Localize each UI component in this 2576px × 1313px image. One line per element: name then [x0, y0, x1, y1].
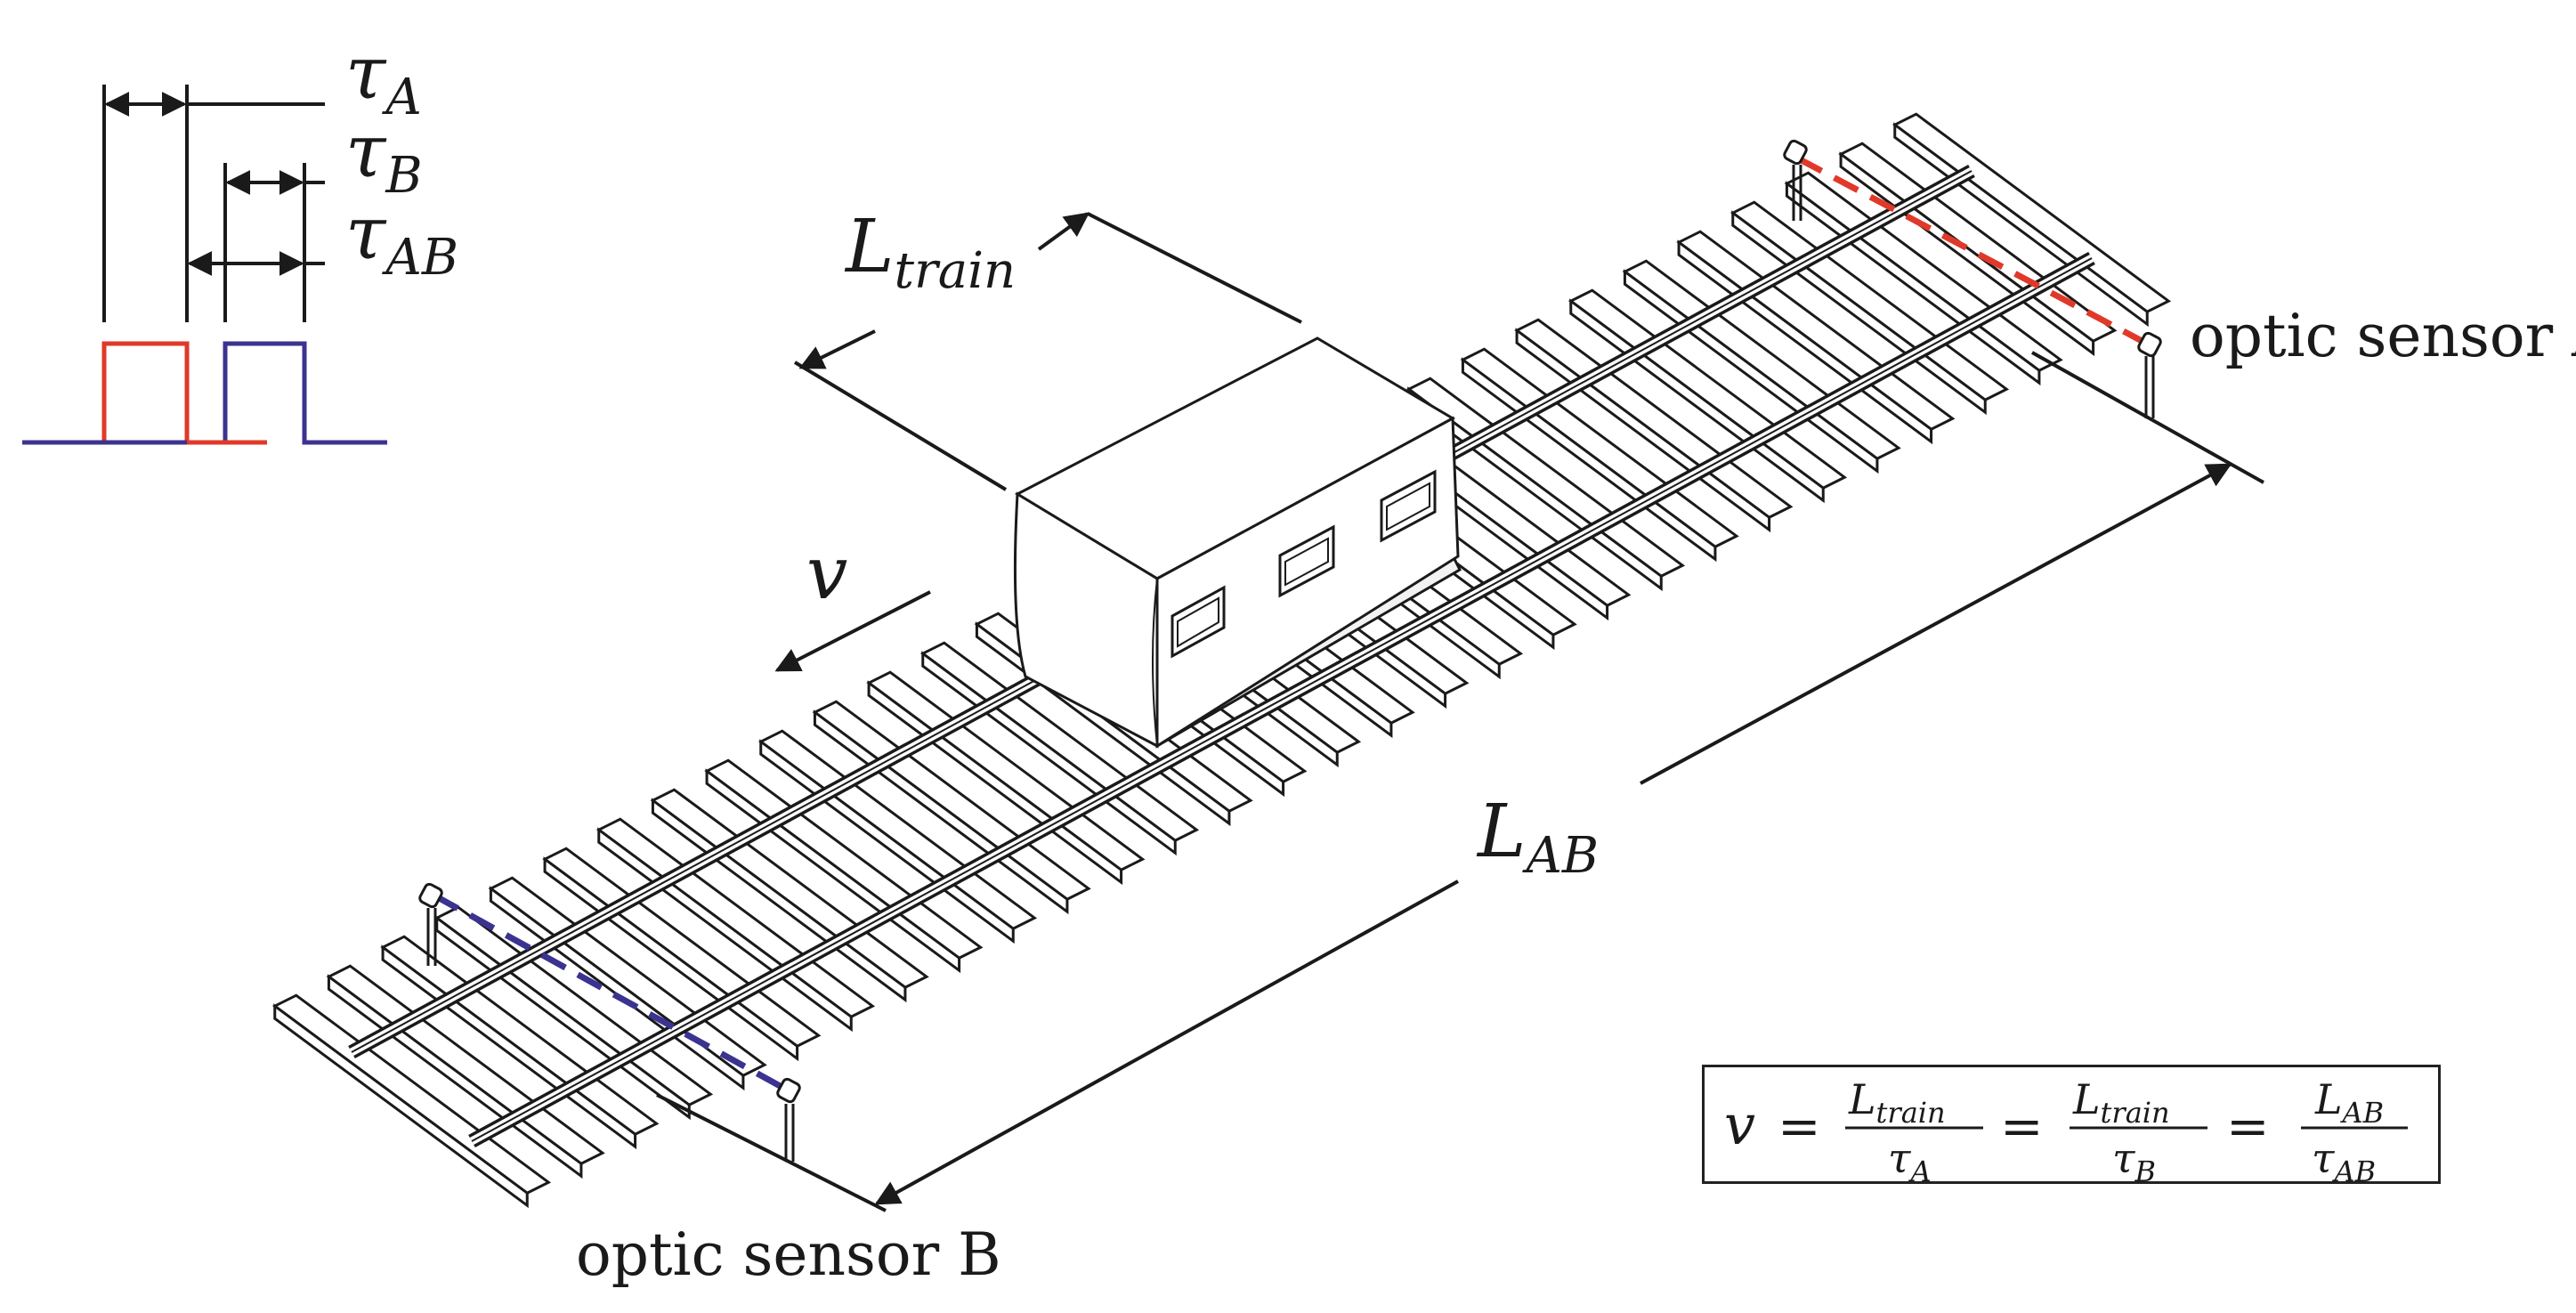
sensor-b-pulse: [22, 341, 387, 445]
tau-b-label: τB: [345, 109, 423, 205]
velocity-indicator: v: [774, 531, 931, 672]
formula-lhs: v: [1724, 1092, 1755, 1157]
sensor-a-label: optic sensor A: [2190, 302, 2576, 370]
velocity-label: v: [806, 531, 847, 616]
formula-equals-2: =: [2000, 1096, 2044, 1156]
formula-term-3: LAB τAB: [2301, 1075, 2408, 1188]
railway-track: [271, 112, 2172, 1209]
train-windows: [1171, 469, 1437, 659]
formula-term-1: Ltrain τA: [1845, 1075, 1983, 1188]
svg-text:Ltrain: Ltrain: [2072, 1075, 2170, 1130]
formula-equals-3: =: [2226, 1096, 2270, 1156]
track-length-dimension: LAB: [656, 351, 2264, 1212]
train-car: [1013, 336, 1462, 749]
svg-text:τB: τB: [2112, 1134, 2156, 1187]
track-sleeper-face: [273, 1003, 529, 1209]
tau-a-label: τA: [345, 31, 422, 126]
sensor-a-beam: [1796, 155, 2147, 346]
velocity-formula-box: v = Ltrain τA = Ltrain τB = LAB τAB: [1702, 1065, 2441, 1188]
sensor-a: optic sensor A: [1783, 139, 2576, 418]
sensor-b: optic sensor B: [418, 882, 1001, 1289]
track-length-label: LAB: [1476, 790, 1599, 885]
sensor-b-label: optic sensor B: [576, 1220, 1001, 1289]
svg-text:τAB: τAB: [2312, 1134, 2376, 1187]
velocity-formula: v = Ltrain τA = Ltrain τB = LAB τAB: [1724, 1075, 2408, 1188]
svg-text:Ltrain: Ltrain: [1848, 1075, 1946, 1130]
train-length-label: Ltrain: [844, 205, 1016, 300]
formula-equals-1: =: [1778, 1096, 1821, 1156]
svg-text:LAB: LAB: [2314, 1075, 2384, 1130]
svg-text:τA: τA: [1888, 1134, 1932, 1187]
timing-diagram: τA τB τAB: [22, 31, 458, 445]
train-length-dimension: Ltrain: [793, 205, 1302, 491]
formula-term-2: Ltrain τB: [2070, 1075, 2207, 1188]
tau-ab-label: τAB: [345, 191, 458, 287]
sensor-b-beam: [433, 892, 785, 1091]
sensor-a-pulse: [101, 341, 267, 445]
